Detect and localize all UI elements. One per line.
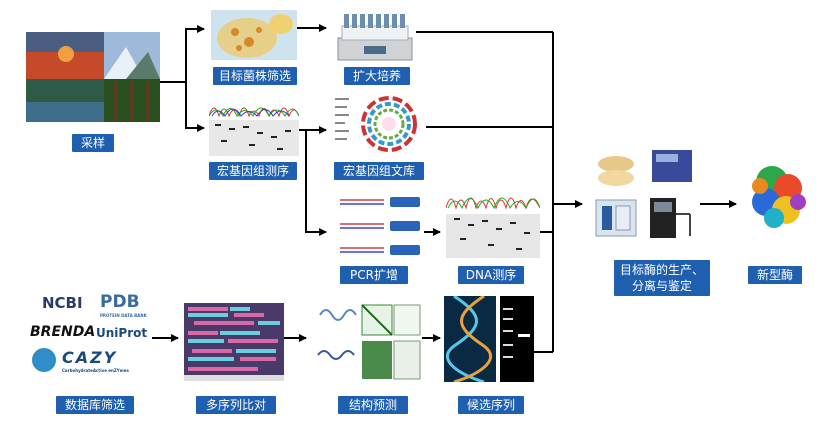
circular-genome-image — [333, 92, 425, 154]
label-sampling: 采样 — [72, 134, 114, 152]
incubator-image — [334, 8, 416, 64]
label-msa: 多序列比对 — [196, 396, 276, 414]
petri-dish-image — [211, 10, 297, 60]
label-candidates: 候选序列 — [458, 396, 524, 414]
brenda-logo: BRENDA — [30, 324, 96, 340]
pdb-subtitle: PROTEIN DATA BANK — [100, 313, 147, 318]
label-pcr: PCR扩增 — [340, 266, 408, 284]
sequencing-trace-image — [209, 98, 299, 156]
label-metagenome-lib: 宏基因组文库 — [334, 162, 424, 180]
sampling-photos — [26, 32, 160, 122]
label-new-enzyme: 新型酶 — [748, 266, 802, 284]
ncbi-logo: NCBI — [42, 294, 83, 312]
label-db-screen: 数据库筛选 — [56, 396, 134, 414]
pdb-logo: PDB — [100, 292, 140, 312]
label-expansion: 扩大培养 — [344, 67, 410, 85]
protein-structure-image — [742, 156, 812, 236]
label-production: 目标酶的生产、 分离与鉴定 — [614, 260, 710, 296]
pcr-cycle-image — [334, 190, 424, 260]
gel-electrophoresis-image — [500, 296, 534, 382]
uniprot-logo: UniProt — [96, 326, 148, 340]
structure-prediction-image — [310, 295, 422, 383]
msa-image — [184, 303, 284, 381]
dna-helix-image — [444, 296, 496, 382]
dna-sequencing-image — [446, 186, 540, 258]
enzyme-production-image — [594, 144, 694, 242]
arrow-sampling-to-strain — [160, 25, 205, 83]
cazy-subtitle: CarbohydrateActive enZYmes — [62, 368, 129, 373]
label-metagenome-seq: 宏基因组测序 — [209, 162, 297, 180]
label-structure-pred: 结构预测 — [338, 396, 408, 414]
arrow-sampling-to-metagenome — [185, 82, 205, 132]
arrow-metagenome-to-pcr — [305, 130, 327, 236]
database-logos: NCBI PDB PROTEIN DATA BANK BRENDA UniPro… — [28, 292, 152, 382]
cazy-logo: CAZY — [62, 348, 118, 367]
label-strain-screen: 目标菌株筛选 — [213, 67, 297, 85]
label-dna-seq: DNA测序 — [458, 266, 524, 284]
cazy-globe-icon — [32, 348, 56, 372]
